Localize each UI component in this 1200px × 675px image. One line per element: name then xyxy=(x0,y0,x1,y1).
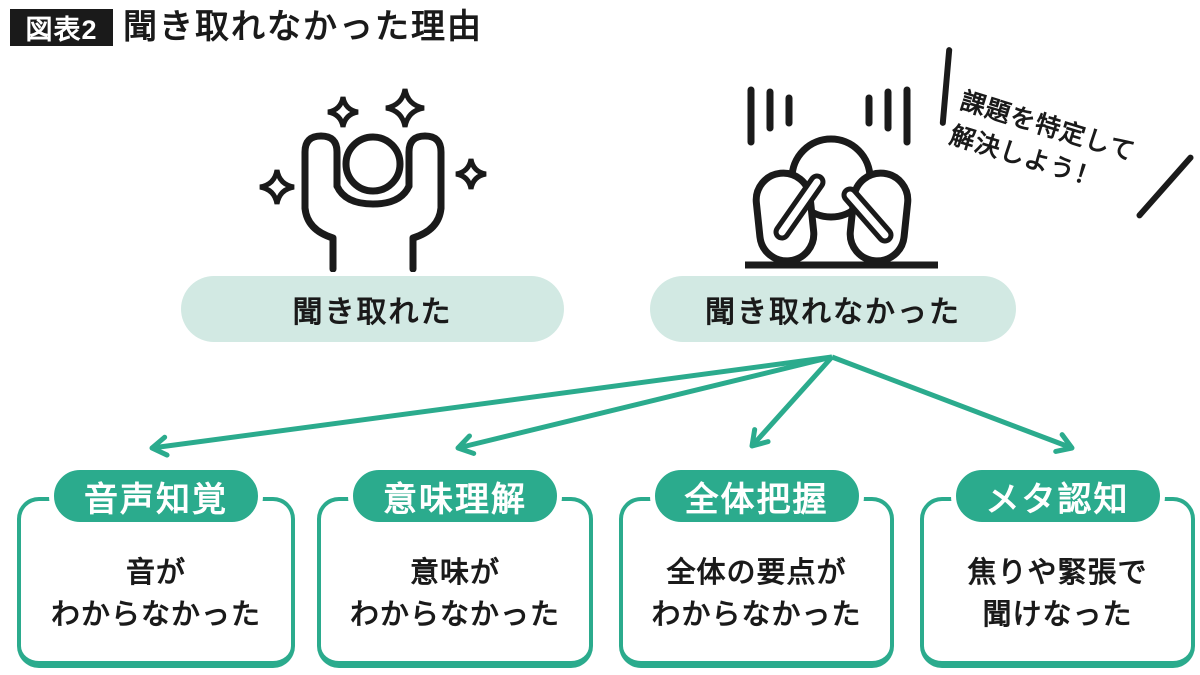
reason-header: 音声知覚 xyxy=(49,465,263,527)
reason-text-line: わからなかった xyxy=(50,599,261,631)
stress-lines-icon xyxy=(747,86,911,146)
reason-box-metacognition: メタ認知 焦りや緊張で 聞けなった xyxy=(920,465,1195,668)
annotation-callout: 課題を特定して 解決しよう！ xyxy=(945,84,1195,222)
outcome-label: 聞き取れなかった xyxy=(705,296,961,329)
sparkle-icons xyxy=(259,88,487,205)
reason-box-meaning-comprehension: 意味理解 意味が わからなかった xyxy=(317,465,593,668)
reason-box-sound-perception: 音声知覚 音が わからなかった xyxy=(17,465,295,668)
outcome-label: 聞き取れた xyxy=(292,296,453,329)
reason-text-line: 焦りや緊張で xyxy=(967,556,1148,589)
head-in-hands-icon xyxy=(745,86,938,269)
reason-header: 全体把握 xyxy=(649,465,864,527)
reason-header: メタ認知 xyxy=(950,465,1165,527)
outcome-pill-not-heard: 聞き取れなかった xyxy=(650,276,1016,342)
reason-text-line: わからなかった xyxy=(651,599,862,631)
cheering-person-icon xyxy=(259,88,487,272)
reason-text-line: 意味が xyxy=(409,556,500,589)
reason-text-line: 音が xyxy=(125,556,186,589)
reason-text-line: 聞けなった xyxy=(982,599,1133,631)
figure-title: 図表2 聞き取れなかった理由 xyxy=(10,9,483,46)
page-title: 聞き取れなかった理由 xyxy=(123,8,483,46)
figure-number-badge: 図表2 xyxy=(10,9,113,46)
outcome-pill-heard: 聞き取れた xyxy=(181,276,564,342)
reason-text-line: わからなかった xyxy=(349,599,560,631)
reason-header: 意味理解 xyxy=(348,465,562,527)
reason-text-line: 全体の要点が xyxy=(666,556,847,589)
reason-box-overall-grasp: 全体把握 全体の要点が わからなかった xyxy=(619,465,894,668)
